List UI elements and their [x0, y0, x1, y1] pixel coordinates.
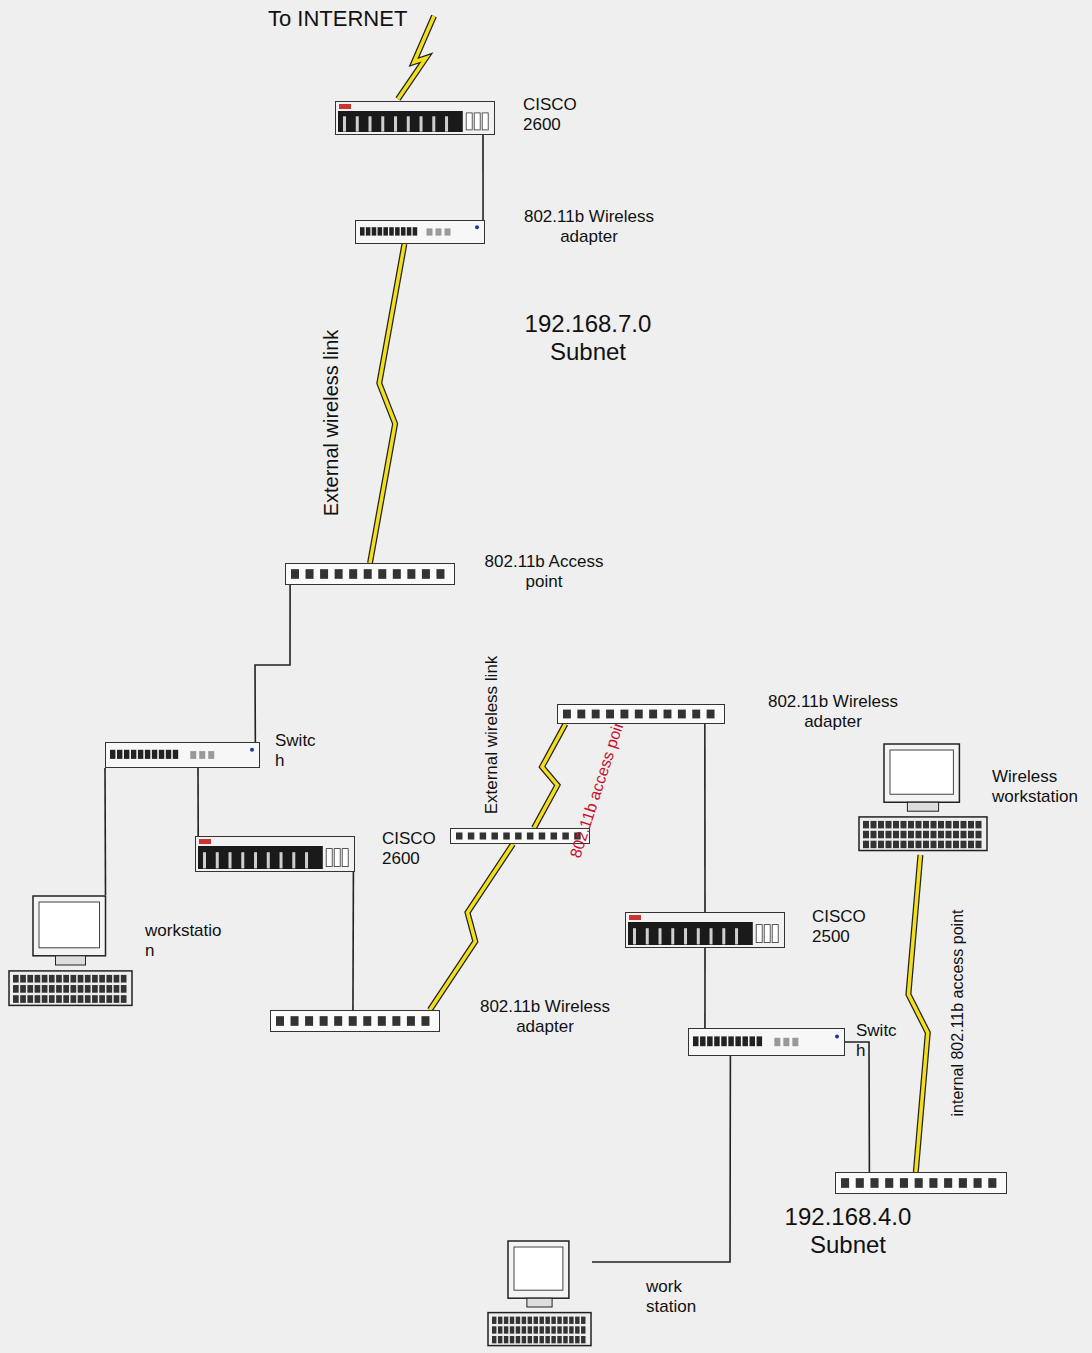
device-label: 802.11b Wireless adapter: [470, 997, 620, 1038]
device-label: Switch: [275, 731, 319, 772]
device-label: CISCO 2500: [812, 907, 874, 948]
network-device: internal 802.11b access point: [835, 1172, 1007, 1194]
device-label: CISCO 2600: [382, 829, 444, 870]
device-label: Switch: [856, 1021, 900, 1062]
device-label: internal 802.11b access point: [948, 910, 967, 1117]
router-icon: [195, 836, 355, 872]
wireless-link: [534, 724, 565, 828]
wireless-link: [430, 844, 513, 1010]
device-label: 802.11b access point: [566, 712, 631, 861]
ap-icon: [285, 563, 455, 585]
router-icon: [625, 912, 785, 948]
ap-icon: [557, 704, 725, 724]
subnet-label: 192.168.4.0 Subnet: [772, 1203, 924, 1258]
network-device: 802.11b Access point: [285, 563, 455, 585]
wire: [352, 872, 353, 1010]
internet-label: To INTERNET: [268, 6, 458, 31]
network-device: Switch: [105, 742, 260, 768]
wire: [704, 948, 705, 1028]
wireless-link: [908, 855, 927, 1172]
workstation-device: work station: [487, 1240, 592, 1350]
device-label: work station: [646, 1277, 708, 1318]
router-device: CISCO 2500: [625, 912, 785, 948]
wire: [592, 1056, 730, 1262]
wire: [845, 1042, 869, 1172]
wire: [483, 135, 484, 220]
workstation-device: workstation: [8, 895, 133, 1010]
wire: [704, 724, 705, 912]
device-label: CISCO 2600: [523, 95, 585, 136]
subnet-label: 192.168.7.0 Subnet: [512, 310, 664, 365]
device-label: workstation: [145, 921, 229, 962]
device-label: 802.11b Wireless adapter: [514, 207, 664, 248]
network-device: 802.11b Wireless adapter: [557, 704, 725, 724]
hub-icon: [105, 742, 260, 768]
device-label: 802.11b Access point: [474, 552, 614, 593]
network-device: 802.11b Wireless adapter: [270, 1010, 440, 1032]
hub-icon: [688, 1028, 845, 1056]
router-device: CISCO 2600: [335, 101, 495, 135]
ap-icon: [270, 1010, 440, 1032]
wire: [255, 585, 290, 742]
workstation-device: Wireless workstation: [858, 743, 988, 855]
network-device: Switch: [688, 1028, 845, 1056]
wire: [198, 768, 199, 836]
link-label: External wireless link: [482, 654, 502, 817]
router-device: CISCO 2600: [195, 836, 355, 872]
wire: [105, 768, 107, 895]
network-device: 802.11b Wireless adapter: [355, 220, 485, 244]
ap-icon: [835, 1172, 1007, 1194]
router-icon: [335, 101, 495, 135]
link-label: External wireless link: [320, 328, 343, 519]
device-label: 802.11b Wireless adapter: [758, 692, 908, 733]
hub-icon: [355, 220, 485, 244]
ws-icon: [8, 895, 133, 1010]
network-device: 802.11b access point: [450, 828, 590, 844]
device-label: Wireless workstation: [992, 767, 1088, 808]
ws-icon: [487, 1240, 592, 1350]
ws-icon: [858, 743, 988, 855]
wireless-link: [370, 244, 404, 563]
